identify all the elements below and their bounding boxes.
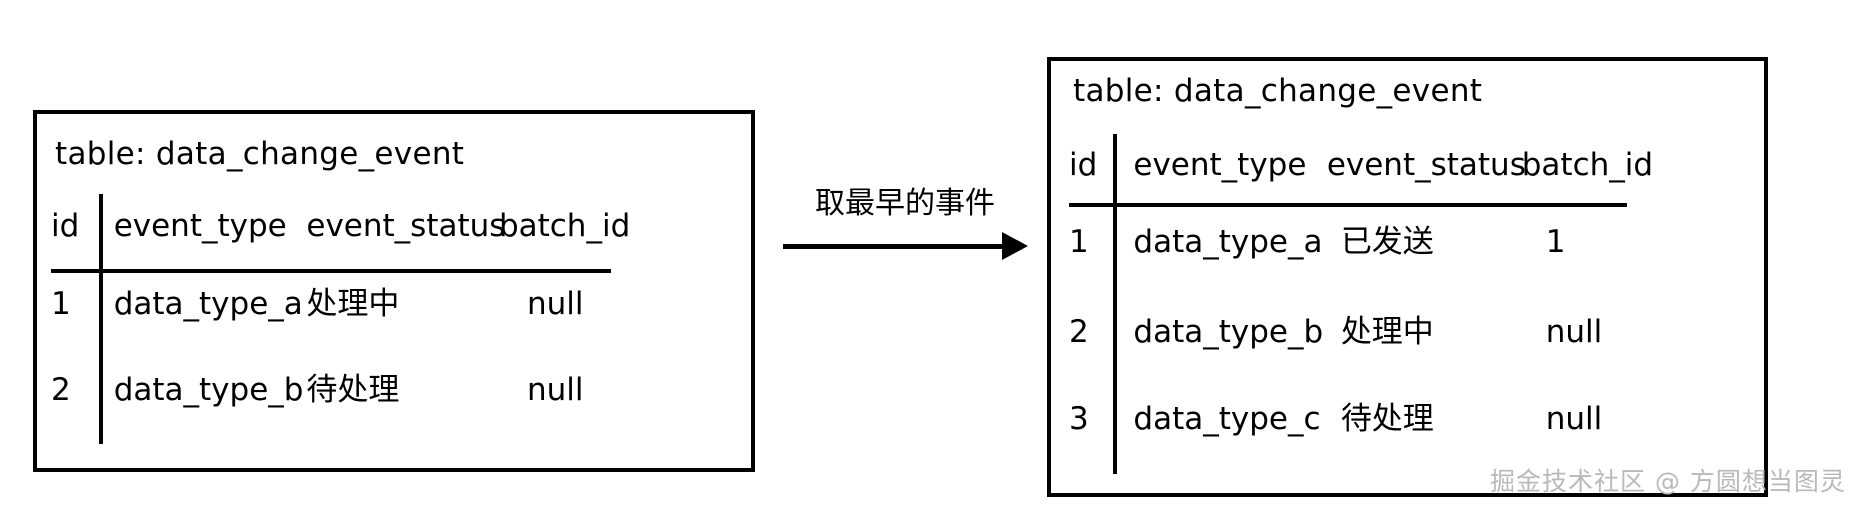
transition-arrow-group: 取最早的事件 bbox=[780, 178, 1030, 288]
cell-event-type: data_type_c bbox=[1133, 400, 1321, 437]
table-row: 1 data_type_a 已发送 1 bbox=[1069, 196, 1679, 288]
arrow-right-icon-head bbox=[1002, 232, 1028, 260]
cell-event-status: 处理中 bbox=[1340, 313, 1434, 350]
table-header-row: id event_type event_status batch_id bbox=[51, 194, 651, 258]
cell-event-status: 处理中 bbox=[306, 285, 400, 322]
header-cell-event-type: event_type bbox=[113, 207, 287, 244]
cell-batch-id: null bbox=[526, 371, 584, 408]
cell-id: 1 bbox=[51, 285, 71, 322]
header-cell-event-type: event_type bbox=[1133, 146, 1307, 183]
left-header-rule bbox=[51, 269, 611, 273]
cell-batch-id: null bbox=[526, 285, 584, 322]
header-cell-id: id bbox=[1069, 146, 1098, 183]
right-header-rule bbox=[1069, 203, 1627, 207]
table-row: 2 data_type_b 处理中 null bbox=[1069, 288, 1679, 376]
right-table-box: table: data_change_event id event_type e… bbox=[1047, 57, 1768, 497]
cell-event-type: data_type_b bbox=[1133, 313, 1324, 350]
header-cell-event-status: event_status bbox=[306, 207, 506, 244]
header-cell-event-status: event_status bbox=[1326, 146, 1526, 183]
table-row: 2 data_type_b 待处理 null bbox=[51, 350, 651, 430]
table-row: 3 data_type_c 待处理 null bbox=[1069, 376, 1679, 462]
cell-batch-id: null bbox=[1545, 313, 1603, 350]
cell-event-status: 已发送 bbox=[1340, 223, 1434, 260]
table-row: 1 data_type_a 处理中 null bbox=[51, 258, 651, 350]
right-table-grid: id event_type event_status batch_id 1 da… bbox=[1069, 134, 1679, 462]
left-table-caption: table: data_change_event bbox=[55, 136, 465, 172]
left-table-box: table: data_change_event id event_type e… bbox=[33, 110, 755, 472]
cell-batch-id: 1 bbox=[1545, 223, 1566, 260]
arrow-right-icon-shaft bbox=[783, 244, 1011, 249]
right-column-separator bbox=[1113, 134, 1117, 474]
cell-id: 2 bbox=[1069, 313, 1089, 350]
cell-id: 2 bbox=[51, 371, 71, 408]
left-table-grid: id event_type event_status batch_id 1 da… bbox=[51, 194, 651, 430]
header-cell-batch-id: batch_id bbox=[1521, 146, 1654, 183]
cell-event-type: data_type_b bbox=[113, 371, 304, 408]
right-table-caption: table: data_change_event bbox=[1073, 73, 1483, 109]
header-cell-batch-id: batch_id bbox=[498, 207, 631, 244]
cell-event-status: 待处理 bbox=[306, 371, 400, 408]
arrow-label: 取最早的事件 bbox=[815, 186, 995, 221]
cell-batch-id: null bbox=[1545, 400, 1603, 437]
watermark: 掘金技术社区 @ 方圆想当图灵 bbox=[1490, 467, 1846, 496]
cell-id: 1 bbox=[1069, 223, 1089, 260]
header-cell-id: id bbox=[51, 207, 80, 244]
cell-id: 3 bbox=[1069, 400, 1089, 437]
left-column-separator bbox=[99, 194, 103, 444]
table-header-row: id event_type event_status batch_id bbox=[1069, 134, 1679, 196]
cell-event-type: data_type_a bbox=[1133, 223, 1323, 260]
cell-event-type: data_type_a bbox=[113, 285, 303, 322]
cell-event-status: 待处理 bbox=[1340, 400, 1434, 437]
